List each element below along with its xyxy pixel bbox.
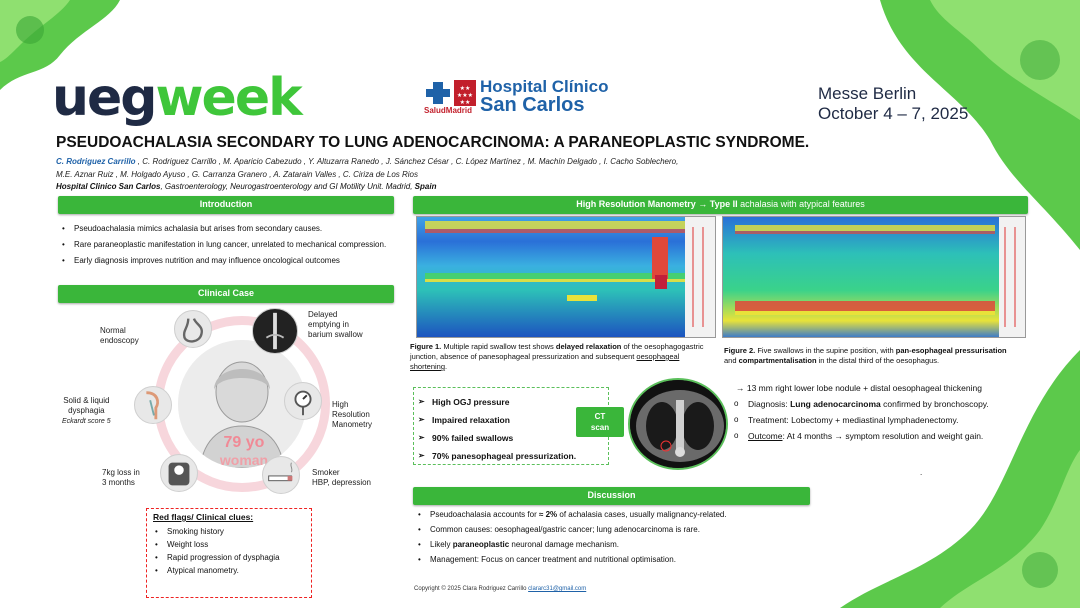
weight-scale-icon — [160, 454, 198, 492]
list-item: Rare paraneoplastic manifestation in lun… — [60, 238, 390, 251]
hospital-logo: ★★ ★★★ ★★ SaludMadrid Hospital Clínico S… — [424, 77, 609, 116]
figure-2-caption: Figure 2. Five swallows in the supine po… — [724, 346, 1007, 365]
ct-nodule-finding: → 13 mm right lower lobe nodule + distal… — [736, 383, 982, 393]
list-item: Treatment: Lobectomy + mediastinal lymph… — [734, 414, 1024, 426]
list-item: Early diagnosis improves nutrition and m… — [60, 254, 390, 267]
introduction-list: Pseudoachalasia mimics achalasia but ari… — [60, 222, 390, 270]
list-item: Smoking history — [153, 525, 305, 538]
affiliation: Hospital Clinico San Carlos, Gastroenter… — [56, 182, 437, 191]
svg-text:★★: ★★ — [460, 99, 471, 106]
barium-swallow-xray-icon — [252, 308, 298, 354]
hospital-cross-icon — [424, 80, 452, 106]
label-normal-endoscopy: Normal endoscopy — [100, 326, 139, 345]
list-item: 70% panesophageal pressurization. — [418, 447, 604, 465]
list-item: 90% failed swallows — [418, 429, 604, 447]
clinical-case-diagram: 79 yo woman Normal endoscopy Delayed emp… — [56, 304, 396, 504]
hrm-figure-1 — [416, 216, 716, 338]
label-dysphagia: Solid & liquid dysphagia Eckardt score 5 — [62, 396, 111, 425]
label-hrm: High Resolution Manometry — [332, 400, 373, 429]
patient-sex: woman — [219, 452, 269, 468]
venue-dates: October 4 – 7, 2025 — [818, 103, 969, 123]
list-item: Rapid progression of dysphagia — [153, 551, 305, 564]
discussion-list: Pseudoachalasia accounts for ≈ 2% of ach… — [416, 508, 836, 568]
ct-results: → 13 mm right lower lobe nodule + distal… — [734, 382, 1024, 446]
list-item: Pseudoachalasia accounts for ≈ 2% of ach… — [416, 508, 836, 521]
list-item: Outcome: At 4 months → symptom resolutio… — [734, 430, 1024, 442]
poster-title: PSEUDOACHALASIA SECONDARY TO LUNG ADENOC… — [56, 134, 810, 151]
figure-1-caption: Figure 1. Multiple rapid swallow test sh… — [410, 342, 704, 371]
list-item: Management: Focus on cancer treatment an… — [416, 553, 836, 566]
stomach-icon — [174, 310, 212, 348]
red-flags-box: Red flags/ Clinical clues: Smoking histo… — [146, 508, 312, 598]
svg-text:★★★: ★★★ — [457, 92, 473, 99]
list-item: Common causes: oesophageal/gastric cance… — [416, 523, 836, 536]
first-author: C. Rodriguez Carrillo — [56, 157, 136, 166]
label-smoker: Smoker HBP, depression — [312, 468, 371, 487]
list-item: High OGJ pressure — [418, 393, 604, 411]
clinical-case-heading: Clinical Case — [58, 285, 394, 303]
venue-city: Messe Berlin — [818, 84, 917, 103]
label-delayed-emptying: Delayed emptying in barium swallow — [308, 310, 363, 339]
svg-text:★★: ★★ — [460, 85, 471, 92]
red-flags-list: Smoking history Weight loss Rapid progre… — [153, 525, 305, 577]
list-item: Diagnosis: Lung adenocarcinoma confirmed… — [734, 398, 1024, 410]
throat-anatomy-icon — [134, 386, 172, 424]
madrid-flag-icon: ★★ ★★★ ★★ — [454, 80, 476, 106]
ct-scan-image — [628, 378, 728, 470]
cigarette-icon — [262, 456, 300, 494]
trailing-dot: . — [920, 468, 923, 477]
copyright-notice: Copyright © 2025 Clara Rodriguez Carrill… — [414, 586, 587, 592]
list-item: Weight loss — [153, 538, 305, 551]
list-item: Atypical manometry. — [153, 564, 305, 577]
label-weight-loss: 7kg loss in 3 months — [102, 468, 140, 487]
list-item: Impaired relaxation — [418, 411, 604, 429]
venue-info: Messe Berlin October 4 – 7, 2025 — [818, 84, 968, 123]
introduction-heading: Introduction — [58, 196, 394, 214]
results-list: Diagnosis: Lung adenocarcinoma confirmed… — [734, 398, 1024, 442]
eckardt-score: Eckardt score 5 — [62, 418, 111, 425]
hrm-heading: High Resolution Manometry → Type II acha… — [413, 196, 1028, 214]
list-item: Likely paraneoplastic neuronal damage me… — [416, 538, 836, 551]
red-flags-title: Red flags/ Clinical clues: — [153, 512, 254, 522]
author-list: C. Rodriguez Carrillo , C. Rodriguez Car… — [56, 157, 679, 179]
author-email-link[interactable]: clararc31@gmail.com — [528, 586, 587, 592]
ct-scan-badge: CT scan — [576, 407, 624, 437]
woman-portrait-icon — [178, 340, 306, 468]
ueg-week-logo: uegweek — [52, 68, 303, 128]
manometry-gauge-icon — [284, 382, 322, 420]
patient-age: 79 yo — [223, 434, 265, 451]
patient-illustration — [178, 340, 306, 468]
list-item: Pseudoachalasia mimics achalasia but ari… — [60, 222, 390, 235]
hrm-figure-2 — [722, 216, 1026, 338]
discussion-heading: Discussion — [413, 487, 810, 505]
